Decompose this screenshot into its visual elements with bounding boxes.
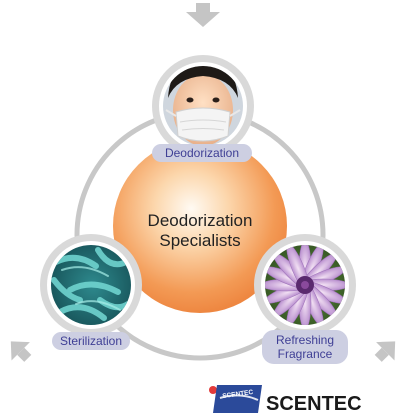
arrow-down-icon bbox=[186, 3, 220, 27]
node-right-label-line2: Fragrance bbox=[278, 347, 333, 361]
brand-logo: SCENTEC SCENTEC bbox=[209, 385, 362, 415]
arrow-up-right-icon bbox=[10, 341, 32, 362]
node-top: Deodorization bbox=[152, 55, 254, 162]
node-right-label-line1: Refreshing bbox=[276, 333, 334, 347]
brand-name: SCENTEC bbox=[266, 393, 362, 415]
node-left: Sterilization bbox=[40, 234, 142, 350]
flower-icon bbox=[265, 245, 345, 325]
child-mask-icon bbox=[163, 66, 243, 146]
bacteria-icon bbox=[51, 245, 131, 325]
brand-badge-text: SCENTEC bbox=[222, 389, 254, 400]
node-left-label: Sterilization bbox=[60, 334, 122, 348]
node-top-label: Deodorization bbox=[165, 146, 239, 160]
node-right: Refreshing Fragrance bbox=[254, 234, 356, 364]
brand-red-dot bbox=[209, 386, 217, 394]
brand-badge bbox=[213, 385, 262, 413]
center-title-line2: Specialists bbox=[159, 231, 240, 250]
arrow-up-left-icon bbox=[374, 341, 396, 362]
center-title-line1: Deodorization bbox=[148, 211, 253, 230]
center-sphere bbox=[113, 139, 287, 313]
